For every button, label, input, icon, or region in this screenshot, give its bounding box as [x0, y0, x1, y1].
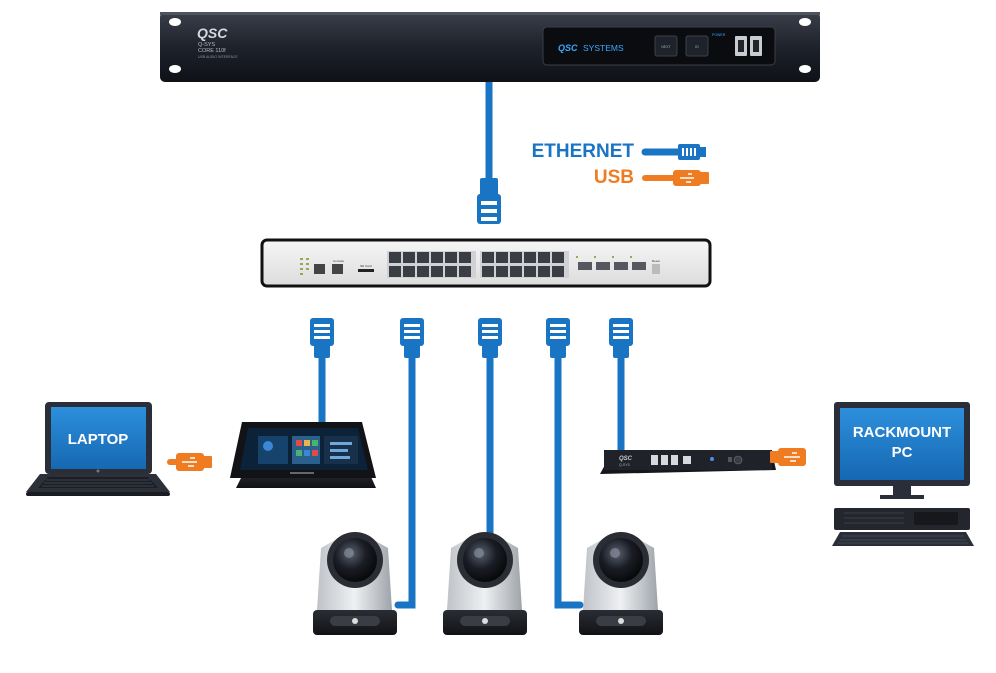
- switch-status-leds: [300, 258, 309, 275]
- core-faceplate-logo: QSC SYSTEMS: [558, 43, 624, 53]
- usb-bridge-device: QSC Q-SYS: [600, 450, 776, 474]
- switch-mgmt-port: [314, 264, 325, 274]
- ptz-camera-1: [313, 532, 397, 635]
- bridge-usb-ports: [651, 455, 691, 465]
- touch-panel-screen-ui: [258, 436, 358, 464]
- core-usb-ports: [735, 36, 762, 56]
- bridge-status-led: [710, 457, 714, 461]
- legend-ethernet-label: ETHERNET: [532, 141, 635, 162]
- usb-connector-pc: [770, 448, 806, 466]
- core-model-line-2: CORE 110f: [198, 48, 226, 54]
- touch-panel-device: [230, 422, 376, 488]
- laptop-label: LAPTOP: [68, 431, 129, 448]
- rackmount-pc-device: RACKMOUNT PC: [832, 402, 974, 546]
- switch-ports-block-1: [387, 251, 476, 278]
- switch-sd-slot: [358, 269, 374, 272]
- laptop-device: LAPTOP: [26, 402, 170, 496]
- legend-usb-label: USB: [594, 167, 634, 188]
- ethernet-cables: [318, 71, 684, 609]
- svg-text:NEXT: NEXT: [661, 45, 671, 49]
- rj45-connector-camera-1: [400, 318, 424, 358]
- legend-ethernet-connector-icon: [678, 144, 706, 160]
- core-next-button: [654, 35, 678, 57]
- svg-text:QSC: QSC: [558, 43, 578, 53]
- core-model-line-1: Q-SYS: [198, 42, 215, 48]
- ptz-camera-2: [443, 532, 527, 635]
- rj45-connector-core-switch: [477, 178, 501, 224]
- switch-console-label: Console: [333, 259, 344, 263]
- pc-label-line-2: PC: [892, 444, 913, 461]
- core-brand-logo: QSC: [197, 25, 228, 41]
- switch-sfp-ports: [576, 256, 646, 270]
- legend-usb-connector-icon: [673, 170, 709, 186]
- switch-sd-label: SD Card: [360, 264, 372, 268]
- rj45-connector-panel: [310, 318, 334, 358]
- svg-text:SYSTEMS: SYSTEMS: [583, 43, 624, 53]
- core-model-line-3: USB AUDIO INTERFACE: [198, 55, 238, 59]
- switch-ports-block-2: [480, 251, 569, 278]
- rj45-connector-camera-2: [478, 318, 502, 358]
- pc-label-line-1: RACKMOUNT: [853, 424, 951, 441]
- usb-connector-laptop: [176, 453, 212, 471]
- network-switch: Console SD Card Reset: [260, 238, 712, 288]
- legend: ETHERNET USB: [532, 141, 709, 188]
- core-id-button: [685, 35, 709, 57]
- bridge-brand-label: QSC: [619, 456, 633, 462]
- qsys-core-rack-unit: QSC Q-SYS CORE 110f USB AUDIO INTERFACE …: [160, 12, 820, 82]
- core-power-label: POWER: [712, 33, 726, 37]
- bridge-model-label: Q-SYS: [619, 463, 631, 467]
- svg-text:ID: ID: [695, 45, 699, 49]
- switch-reset-button: [652, 264, 660, 274]
- rj45-connector-camera-3: [546, 318, 570, 358]
- switch-console-port: [332, 264, 343, 274]
- ptz-camera-3: [579, 532, 663, 635]
- rj45-connector-bridge: [609, 318, 633, 358]
- switch-reset-label: Reset: [652, 259, 660, 263]
